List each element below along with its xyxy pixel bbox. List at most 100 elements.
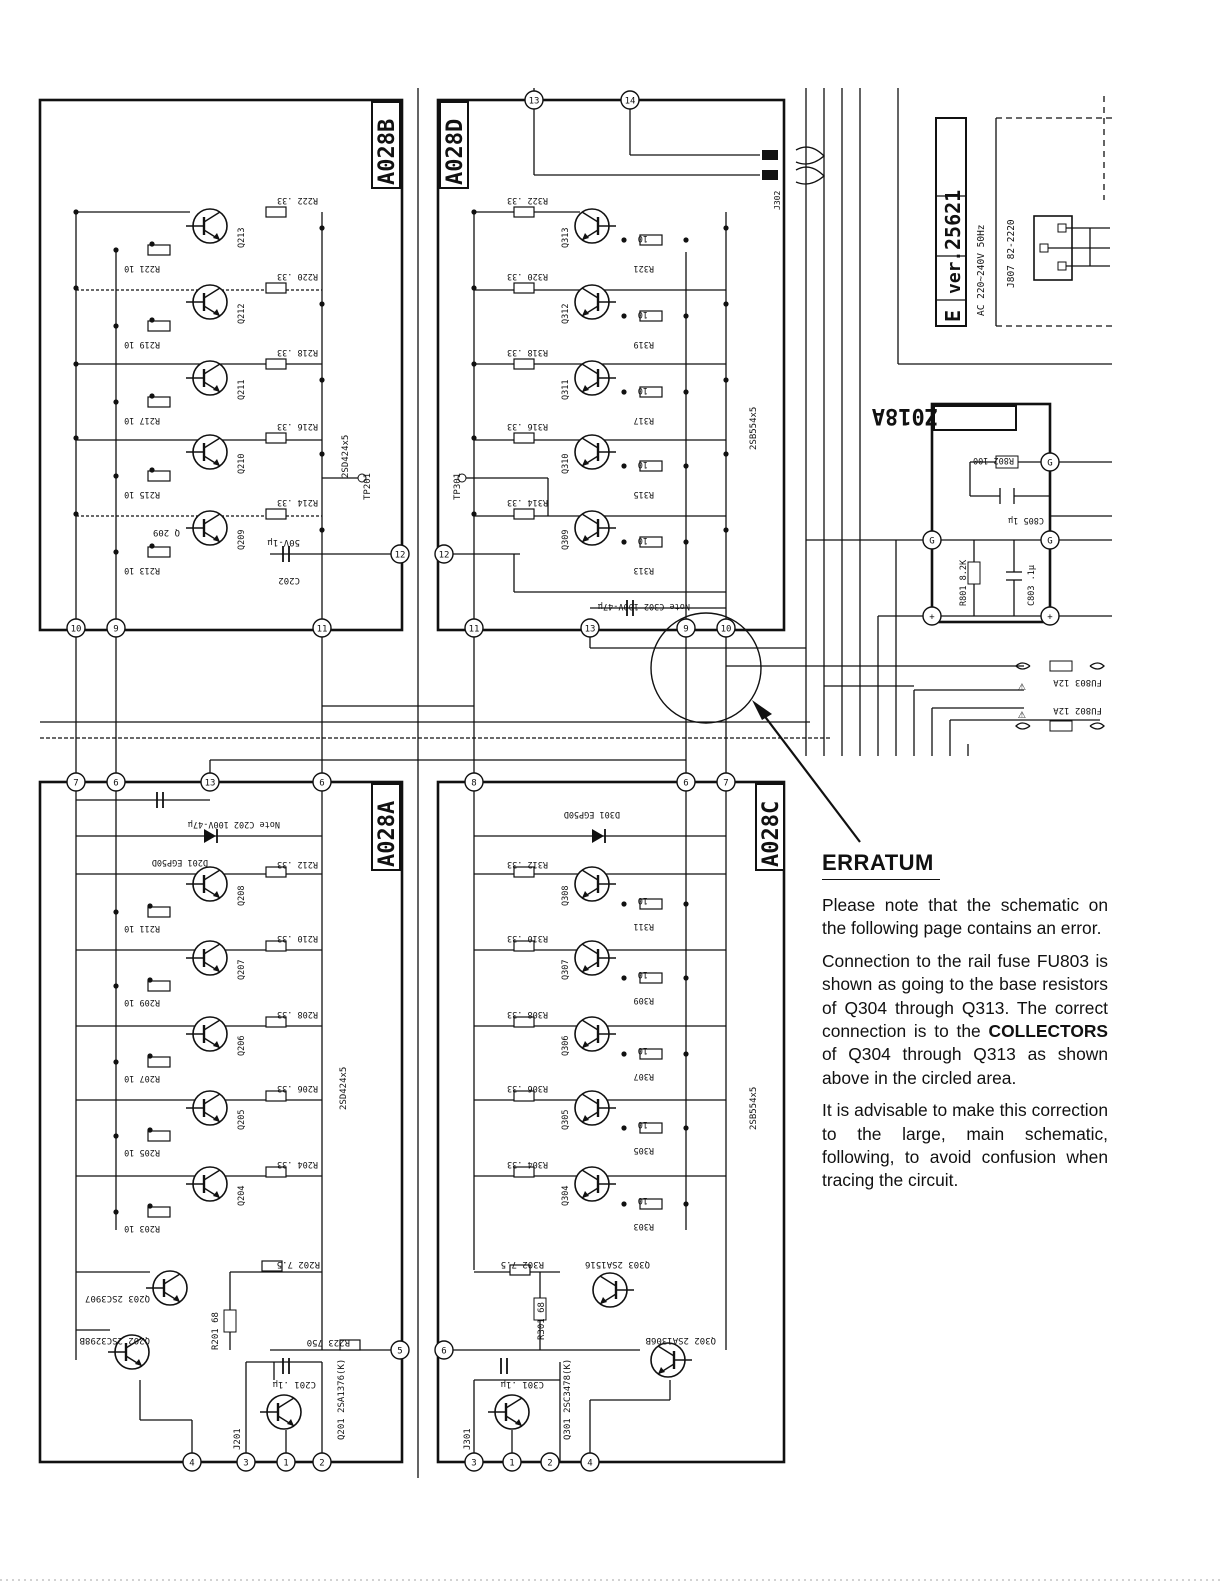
resistor-base [147,1056,171,1068]
connector-node-label: 14 [625,97,636,107]
resistor-r201 [223,1309,237,1333]
resistor-base [639,460,663,472]
connector-node-label: G [1047,537,1052,547]
a-q202-label: Q202 2SC3298B [80,1335,150,1345]
transistor-q208 [186,866,228,902]
resistor-label: R222 .33 [277,195,318,205]
resistor-label: R218 .33 [277,347,318,357]
resistor-label: R212 .33 [277,859,318,869]
resistor-label: R304 .33 [507,1159,548,1169]
b-tp-label: TP201 [363,473,373,500]
resistor-label: R310 .33 [507,933,548,943]
junction-dot [147,1053,153,1059]
connector-node-label: 5 [397,1347,402,1357]
junction-dot [683,313,689,319]
resistor-label: R313 [634,565,654,575]
node-c-4 [580,1452,600,1472]
junction-dot [621,237,627,243]
resistor-r301 [533,1297,547,1321]
junction-dot [149,467,155,473]
transistor-q203 [146,1270,188,1306]
connector-node-label: 11 [469,625,480,635]
c-c301-label: C301 .1µ [500,1379,544,1389]
a-diode-label: D201 EGP50D [152,857,208,867]
resistor-label: R207 10 [124,1073,160,1083]
resistor-emitter [513,432,535,444]
resistor-emitter [265,1090,287,1102]
junction-dot [149,241,155,247]
resistor-emitter [265,206,287,218]
interconnect-bus [40,628,1024,784]
junction-dot [621,313,627,319]
resistor-value: 10 [638,309,648,319]
resistor-label: R320 .33 [507,271,548,281]
diode-symbol [592,829,604,843]
transistor-q211 [186,360,228,396]
transistor-label: Q306 [561,1036,571,1056]
a-q201-label: Q201 2SA1376(K) [337,1359,347,1440]
transistor-label: Q210 [237,454,247,474]
junction-dot [621,1125,627,1131]
resistor-value: 10 [638,1119,648,1129]
transistor-label: Q206 [237,1036,247,1056]
d-type-label: 2SB554x5 [749,407,759,450]
resistor-emitter [265,1016,287,1028]
resistor-value: 10 [638,1195,648,1205]
board-frame-a028c [436,780,786,1464]
node-d-13 [524,90,544,110]
resistor-label: R205 10 [124,1147,160,1157]
node-b-10 [66,618,86,638]
transistor-q311 [574,360,616,396]
resistor-label: R203 10 [124,1223,160,1233]
a-r201-label: R201 68 [211,1312,221,1350]
resistor-base [147,470,171,482]
resistor-value: 10 [638,385,648,395]
version-box: E ver. 25621 AC 220~240V 50Hz J807 82-22… [897,88,1112,365]
connector-node-label: 4 [189,1459,194,1469]
resistor-label: R208 .33 [277,1009,318,1019]
transistor-label: Q208 [237,886,247,906]
connector-node-label: 10 [71,625,82,635]
svg-text:A028D: A028D [443,119,468,185]
junction-dot [621,975,627,981]
resistor-label: R311 [634,921,654,931]
transistor-q309 [574,510,616,546]
connector-node-label: 8 [471,779,476,789]
resistor-emitter [513,1166,535,1178]
erratum-paragraph-2: Connection to the rail fuse FU803 is sho… [822,950,1108,1088]
svg-text:J807 82-2220: J807 82-2220 [1006,219,1017,288]
board-label-a028d: A028D [439,101,469,189]
junction-dot [113,549,119,555]
resistor-label: R214 .33 [277,497,318,507]
resistor-base [639,310,663,322]
rail-bus [805,88,1100,756]
board-a028d-circuit [444,88,825,628]
resistor-label: R216 .33 [277,421,318,431]
a-r223-label: R223 750 [307,1337,350,1347]
transistor-label: Q308 [561,886,571,906]
transistor-q307 [574,940,616,976]
resistor-label: R210 .33 [277,933,318,943]
junction-dot [147,1127,153,1133]
junction-dot [147,977,153,983]
svg-text:ver.: ver. [944,251,965,294]
resistor-emitter [265,508,287,520]
junction-dot [621,389,627,395]
node-a-1 [276,1452,296,1472]
connector-node-label: 7 [723,779,728,789]
resistor-label: R308 .33 [507,1009,548,1019]
resistor-value: 10 [638,233,648,243]
junction-dot [319,377,325,383]
c-r302-label: R302 7.5 [501,1259,544,1269]
node-a-6 [312,772,332,792]
resistor-label: R211 10 [124,923,160,933]
board-label-a028c: A028C [755,783,785,871]
resistor-base [639,1048,663,1060]
junction-dot [73,361,79,367]
resistor-base [147,1130,171,1142]
node-b-12 [390,544,410,564]
transistor-label: Q313 [561,228,571,248]
z-r802-label: R802 100 [973,455,1014,465]
connector-node-label: 4 [587,1459,592,1469]
node-z-+ [1040,606,1060,626]
